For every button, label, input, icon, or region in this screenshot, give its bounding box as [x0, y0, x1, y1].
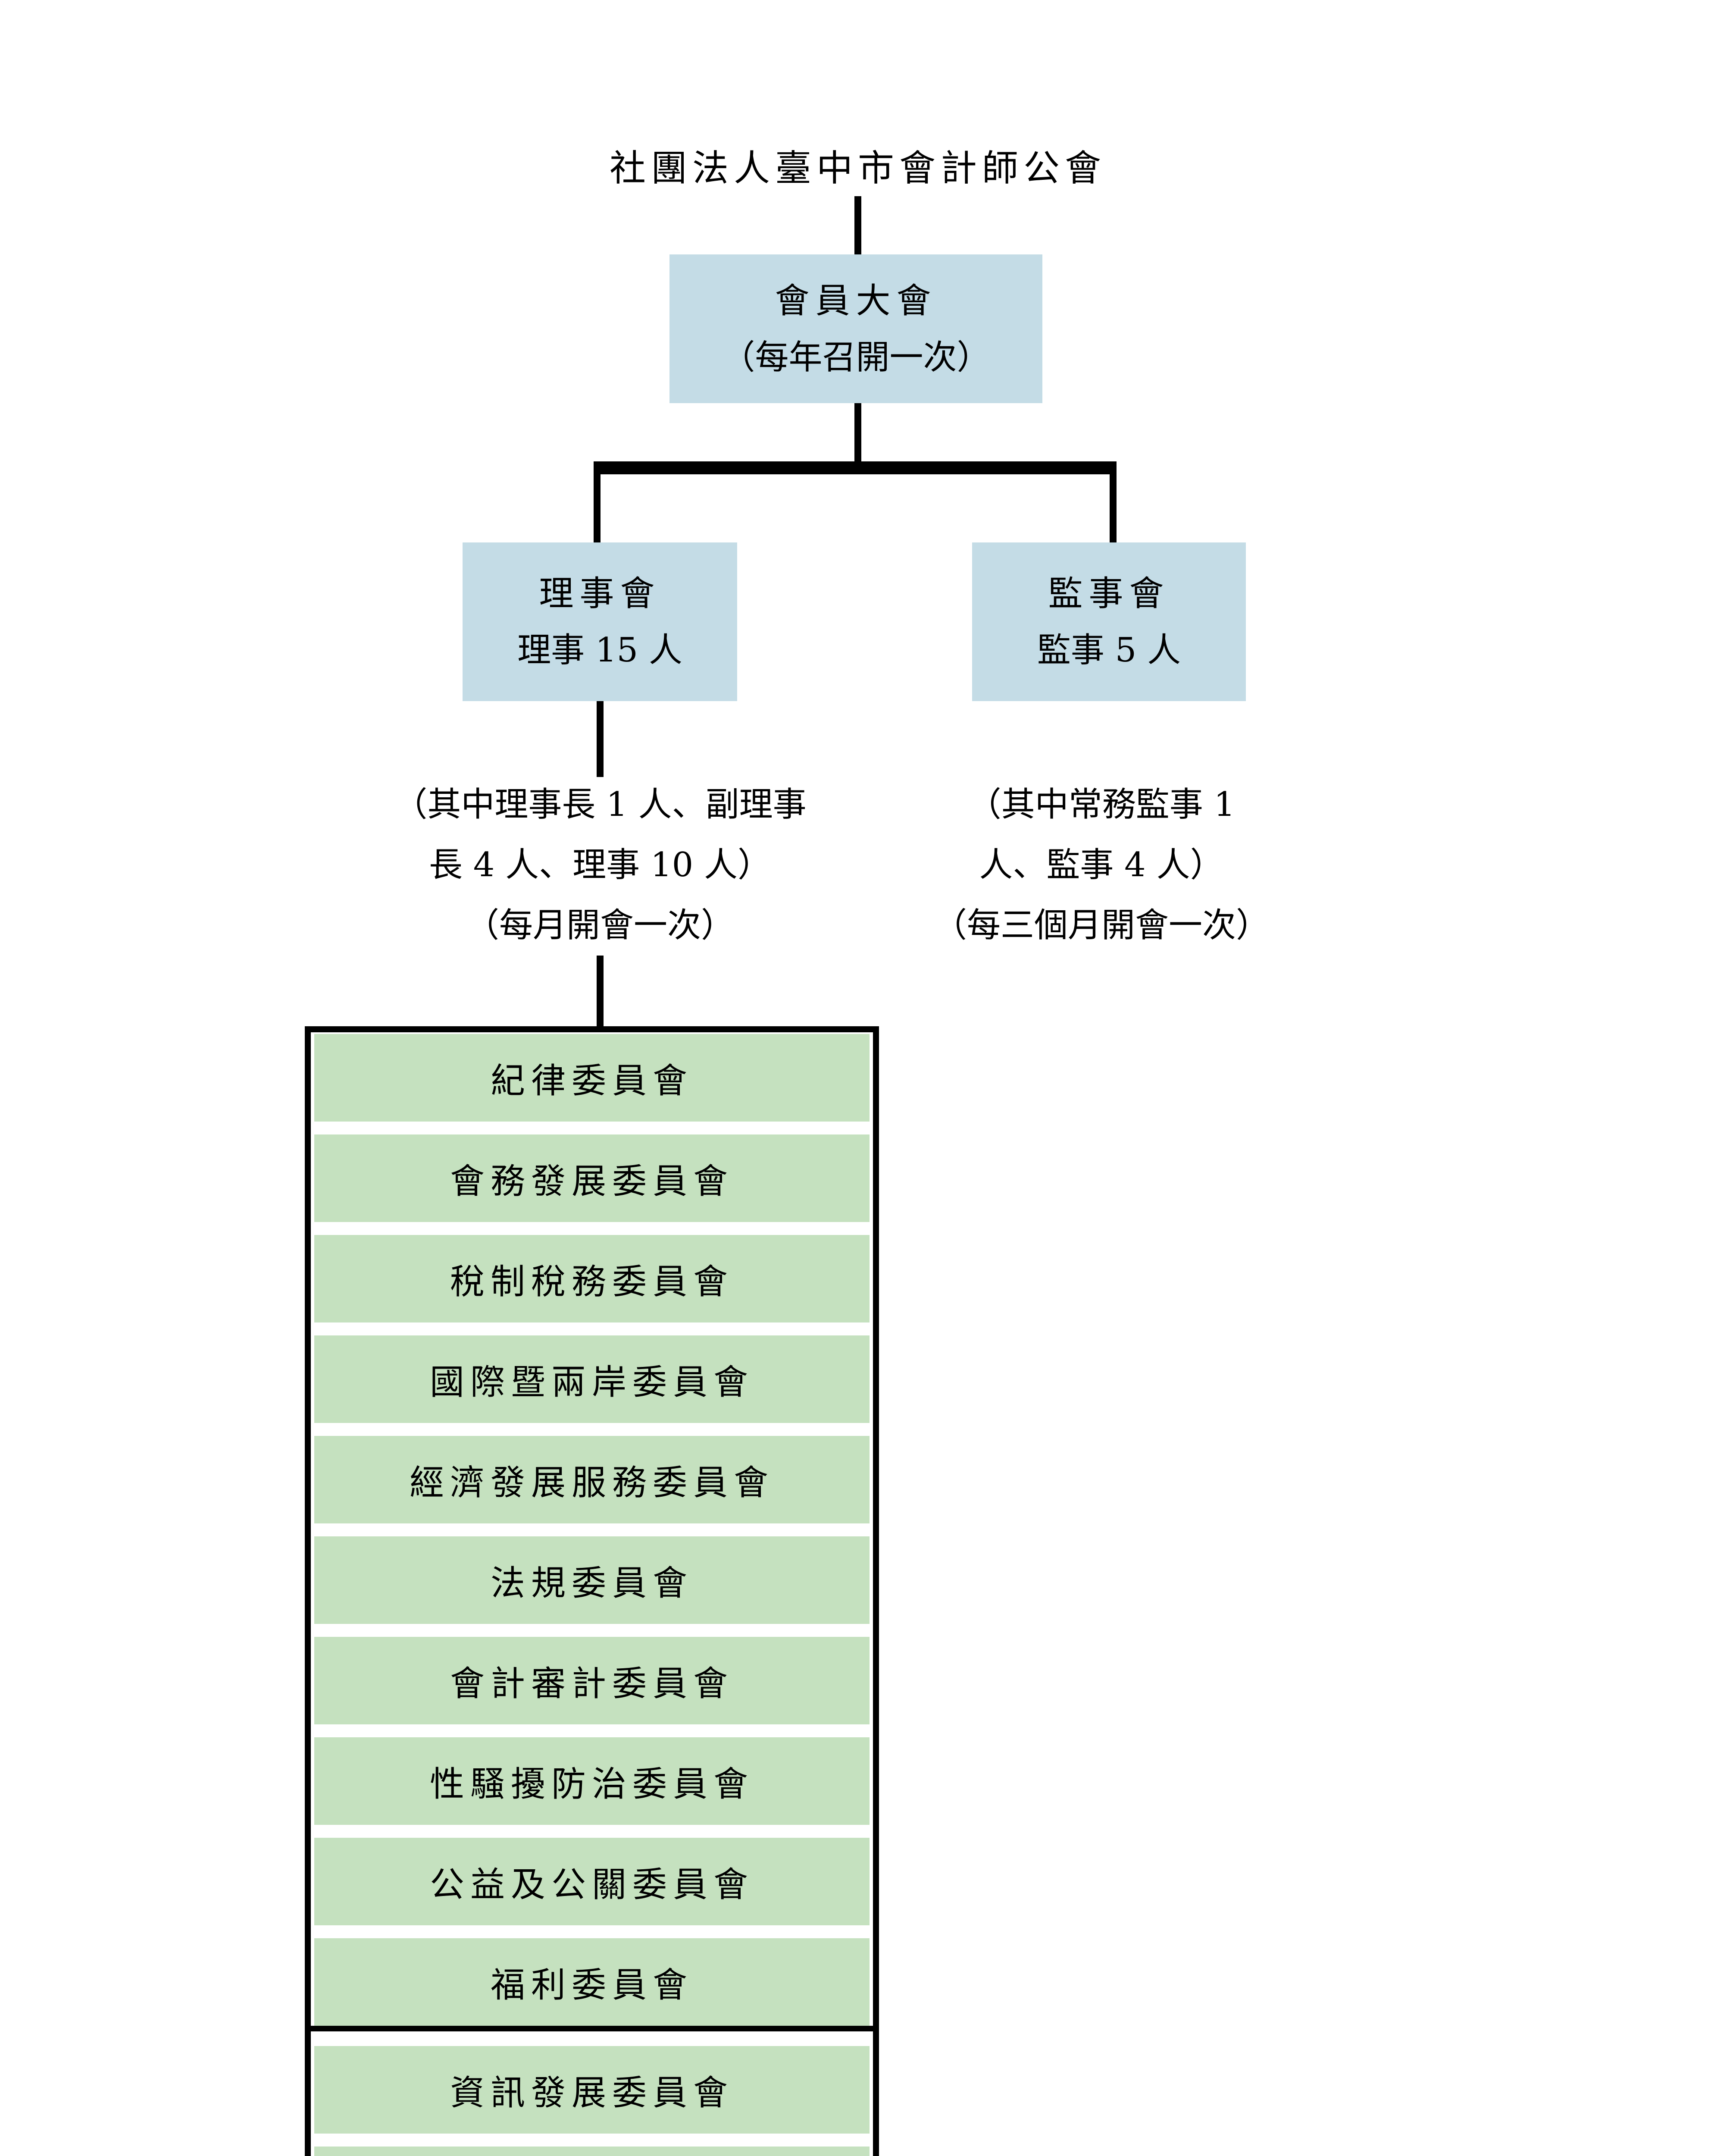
- directors-name: 理事會: [539, 573, 661, 614]
- connector-assembly-down: [854, 403, 861, 464]
- committee-row: 資訊發展委員會: [314, 2046, 870, 2134]
- committee-list: 紀律委員會會務發展委員會稅制稅務委員會國際暨兩岸委員會經濟發展服務委員會法規委員…: [305, 1026, 879, 2156]
- assembly-note: （每年召開一次）: [721, 338, 991, 377]
- page-title: 社團法人臺中市會計師公會: [609, 147, 1106, 189]
- committee-row: 札根養成委員會: [314, 2147, 870, 2156]
- connector-horizontal-bar: [594, 461, 1117, 474]
- supervisors-node: 監事會 監事 5 人: [972, 542, 1246, 701]
- connector-title-to-assembly: [854, 196, 861, 254]
- supervisors-composition-note: （其中常務監事 1 人、監事 4 人）: [886, 774, 1317, 895]
- connector-drop-to-supervisors: [1110, 473, 1117, 542]
- assembly-name: 會員大會: [775, 280, 937, 321]
- committee-row: 稅制稅務委員會: [314, 1235, 870, 1322]
- directors-node: 理事會 理事 15 人: [463, 542, 737, 701]
- connector-directors-down: [597, 701, 604, 777]
- committee-row: 會計審計委員會: [314, 1637, 870, 1724]
- supervisors-meeting-note: （每三個月開會一次）: [933, 906, 1270, 945]
- committee-row: 法規委員會: [314, 1536, 870, 1624]
- connector-drop-to-directors: [594, 473, 601, 542]
- supervisors-composition-line: 人、監事 4 人）: [979, 846, 1224, 884]
- connector-to-committees: [597, 956, 604, 1027]
- supervisors-headcount: 監事 5 人: [1037, 631, 1181, 670]
- directors-composition-note: （其中理事長 1 人、副理事 長 4 人、理事 10 人）: [385, 774, 816, 895]
- committee-row: 經濟發展服務委員會: [314, 1436, 870, 1523]
- directors-composition-line: 長 4 人、理事 10 人）: [429, 846, 772, 884]
- committee-row: 性騷擾防治委員會: [314, 1737, 870, 1825]
- committee-row: 紀律委員會: [314, 1034, 870, 1122]
- supervisors-composition-line: （其中常務監事 1: [967, 785, 1236, 824]
- group-divider-line: [311, 2026, 873, 2031]
- committee-row: 會務發展委員會: [314, 1134, 870, 1222]
- directors-meeting-note: （每月開會一次）: [465, 906, 735, 945]
- committee-row: 公益及公關委員會: [314, 1838, 870, 1925]
- directors-composition-line: （其中理事長 1 人、副理事: [394, 785, 807, 824]
- directors-headcount: 理事 15 人: [517, 631, 682, 670]
- committee-row: 國際暨兩岸委員會: [314, 1335, 870, 1423]
- supervisors-name: 監事會: [1048, 573, 1170, 614]
- assembly-node: 會員大會 （每年召開一次）: [669, 254, 1042, 403]
- committee-row: 福利委員會: [314, 1938, 870, 2026]
